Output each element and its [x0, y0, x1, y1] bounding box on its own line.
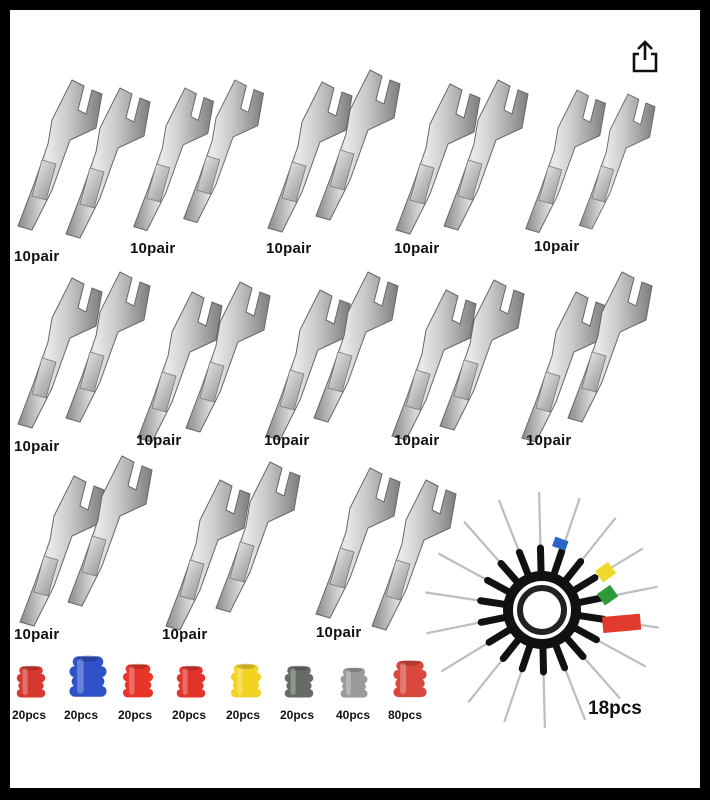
- terminal-label: 10pair: [266, 240, 312, 257]
- seal-count-label: 20pcs: [12, 708, 47, 722]
- tool-colored-tip: [597, 584, 619, 606]
- wire-seal-8: [393, 659, 427, 698]
- seal-count-label: 20pcs: [64, 708, 99, 722]
- terminal-label: 10pair: [394, 240, 440, 257]
- terminal-label: 10pair: [14, 626, 60, 643]
- terminal-label: 10pair: [162, 626, 208, 643]
- terminal-label: 10pair: [534, 238, 580, 255]
- terminal-label: 10pair: [316, 624, 362, 641]
- wire-seal-1: [16, 665, 46, 698]
- wire-seal-6: [284, 665, 314, 698]
- terminal-label: 10pair: [394, 432, 440, 449]
- wire-seal-2: [69, 655, 107, 697]
- wire-seal-7: [340, 667, 368, 698]
- product-image: 10pair 10pair 10pair 10pair 10pair 10pai…: [10, 10, 700, 788]
- terminal-label: 10pair: [526, 432, 572, 449]
- wire-seal-3: [122, 663, 154, 698]
- tool-colored-tip: [552, 536, 569, 551]
- terminal-label: 10pair: [264, 432, 310, 449]
- terminal-label: 10pair: [14, 438, 60, 455]
- seal-count-label: 20pcs: [280, 708, 315, 722]
- wire-seal-5: [230, 663, 262, 698]
- seal-count-label: 80pcs: [388, 708, 423, 722]
- pin-removal-tool-kit: [425, 492, 659, 728]
- terminal-label: 10pair: [130, 240, 176, 257]
- seal-count-label: 20pcs: [118, 708, 153, 722]
- tool-colored-tip: [601, 613, 642, 633]
- terminal-label: 10pair: [136, 432, 182, 449]
- tool-colored-tip: [595, 561, 617, 583]
- wire-seal-4: [176, 665, 206, 698]
- seal-count-label: 20pcs: [172, 708, 207, 722]
- terminal-label: 10pair: [14, 248, 60, 265]
- seal-count-label: 20pcs: [226, 708, 261, 722]
- share-icon[interactable]: [628, 38, 662, 76]
- tool-ring: [503, 571, 581, 649]
- seal-count-label: 40pcs: [336, 708, 371, 722]
- tool-kit-count-label: 18pcs: [588, 698, 642, 719]
- terminal-artwork: [17, 69, 659, 728]
- tool-ring-inner: [517, 585, 567, 635]
